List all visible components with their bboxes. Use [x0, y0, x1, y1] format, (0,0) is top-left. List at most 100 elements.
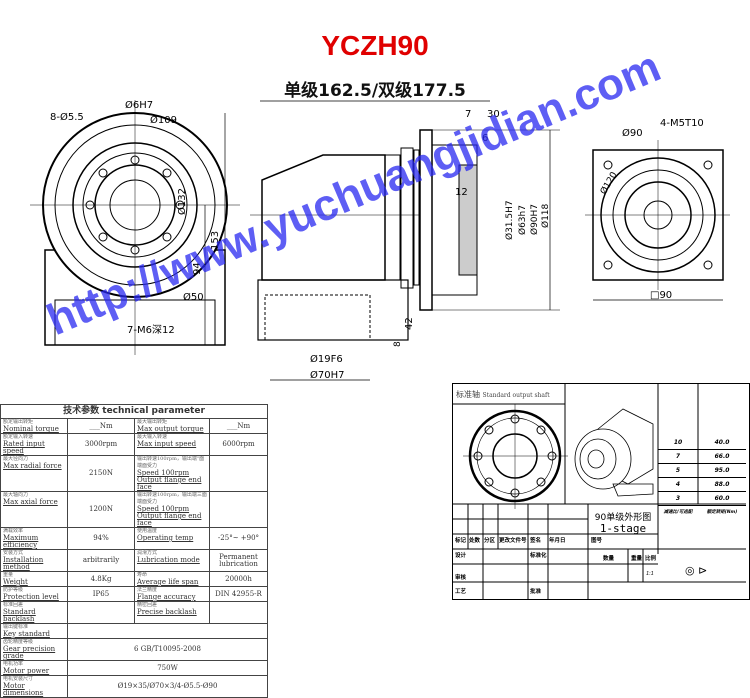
dim-label: □90: [650, 290, 672, 301]
label-cn: 使用温度: [137, 528, 158, 534]
design-label: 设计: [455, 553, 467, 559]
torque: 66.0: [714, 453, 730, 460]
dim-label: Ø63h7: [517, 205, 528, 235]
dim-label: 6: [482, 133, 488, 144]
dim-label: 12: [455, 187, 468, 198]
revision-header-cell: 更改文件号: [499, 538, 527, 544]
dim-label: Ø132: [176, 188, 188, 215]
dim-label: Ø31.5H7: [504, 200, 515, 240]
revision-header-cell: 年月日: [549, 538, 566, 544]
projection-symbol-icon: ◎ ⊳: [685, 564, 708, 577]
revision-header-cell: 分区: [484, 538, 496, 544]
param-value: 750W: [67, 660, 268, 676]
dim-label: 4-M5T10: [660, 118, 704, 129]
label-en: Speed 100rpm Output flange end face: [137, 469, 202, 491]
header-cn: 技术参数: [63, 406, 100, 416]
param-value: -25°~ +90°: [209, 527, 268, 550]
ratio: 3: [675, 495, 681, 502]
label-en: Maximum efficiency: [3, 534, 39, 549]
dim-label: 153: [210, 231, 221, 250]
label-en: Standard backlash: [3, 608, 36, 623]
end-view: Ø90 4-M5T10 Ø120 □90: [585, 118, 730, 301]
engineering-drawing: 8-Ø5.5 Ø6H7 Ø109 Ø132 Ø50 7-M6深12 153 94…: [30, 99, 730, 381]
param-value: ___Nm: [67, 418, 135, 434]
dim-label: Ø70H7: [310, 369, 344, 381]
torque: 60.0: [714, 495, 730, 502]
scale-value: 1:1: [646, 571, 654, 577]
param-value: [209, 491, 268, 528]
ratio: 10: [673, 439, 683, 446]
gearbox-3d-render: [574, 408, 654, 497]
dim-label: Ø50: [183, 291, 204, 303]
label-en: Max output torque: [137, 425, 204, 433]
label-cn: 最大径向力: [3, 456, 29, 462]
param-value: DIN 42955-R: [209, 586, 268, 602]
dim-label: 42: [404, 317, 415, 330]
side-view: 7 30 6 12 Ø31.5H7 Ø63h7 Ø90H7 Ø118 42 8 …: [250, 100, 560, 381]
revision-header-cell: 签名: [530, 538, 542, 544]
dim-label: Ø90: [622, 127, 643, 139]
label-en: Max input speed: [137, 440, 197, 448]
label-cn: 寿命: [137, 572, 148, 578]
label-en: Motor power: [3, 667, 50, 675]
label-cn: 额定输出转矩: [3, 419, 34, 425]
label-en: Speed 100rpm Output flange end face: [137, 505, 202, 527]
label-en: Motor dimensions: [3, 682, 44, 697]
length-spec: 单级162.5/双级177.5: [284, 81, 466, 101]
label-en: Installation method: [3, 556, 44, 571]
ratio: 4: [675, 481, 681, 488]
label-en: Max axial force: [3, 498, 58, 506]
title-block-grid: [453, 384, 746, 599]
label-cn: 安装方式: [3, 550, 24, 556]
label-en: Key standard: [3, 630, 50, 638]
shaft-label: 标准轴 Standard output shaft: [456, 389, 550, 400]
label-cn: 输出转速100rpm，输出端"面端面受力: [137, 456, 205, 469]
param-value: 20000h: [209, 571, 268, 587]
dim-label: Ø109: [150, 114, 177, 126]
param-value: 6000rpm: [209, 433, 268, 456]
table-header: 技术参数 technical parameter: [0, 404, 268, 419]
ratio: 7: [675, 453, 681, 460]
drawing-number-label: 图号: [591, 538, 603, 544]
label-cn: 法兰精度: [137, 587, 158, 593]
ratio-header-label: 减速比/可选配: [663, 510, 693, 515]
approve-label: 批准: [530, 589, 542, 595]
label-cn: 防护等级: [3, 587, 24, 593]
page-title: YCZH90: [321, 30, 429, 61]
torque: 88.0: [714, 481, 730, 488]
dim-label: 7: [465, 109, 471, 120]
param-value: 3000rpm: [67, 433, 135, 456]
standardization-label: 标准化: [530, 553, 547, 559]
label-cn: 最大输入转速: [137, 434, 168, 440]
label-en: Average life span: [137, 578, 199, 586]
